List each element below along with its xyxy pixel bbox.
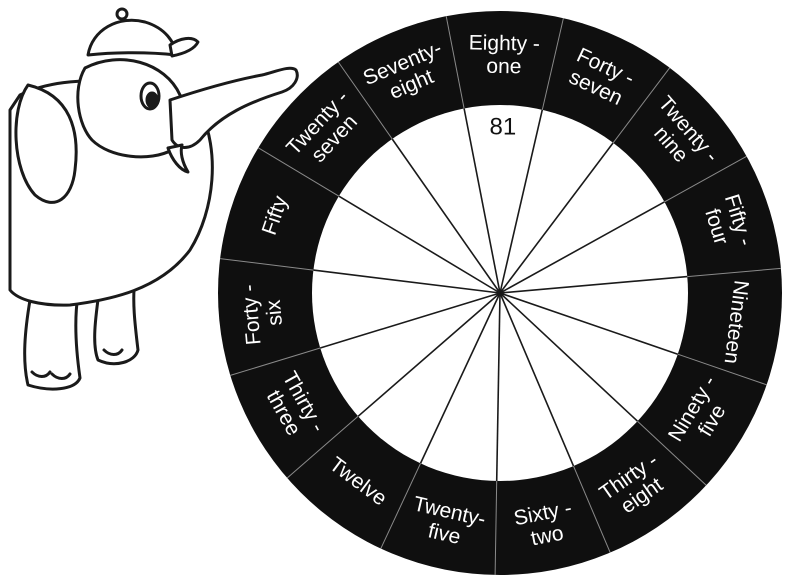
- segment-label-line2: one: [486, 55, 521, 79]
- answer-value: 81: [490, 113, 517, 140]
- segment-label-line2: six: [262, 298, 287, 326]
- answer-slots: 81: [490, 113, 517, 140]
- segment-label-line1: Eighty -: [469, 31, 541, 55]
